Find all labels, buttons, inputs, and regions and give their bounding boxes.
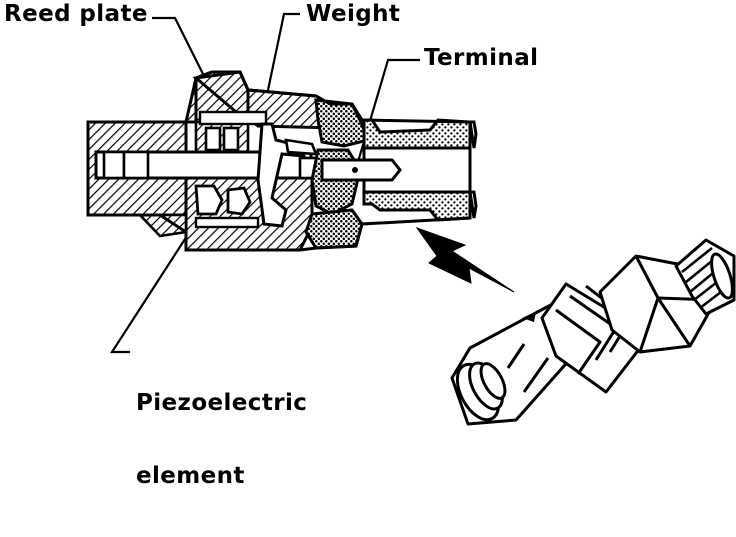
connector-ring-inner: [479, 362, 507, 400]
section-outline: [86, 70, 471, 252]
leader-weight: [266, 12, 300, 91]
clip-arm-upper: [284, 138, 318, 156]
label-piezoelectric-element: Piezoelectric element: [136, 343, 307, 536]
stud-segment-2: [122, 150, 150, 180]
connector-lip-lower: [468, 190, 478, 219]
barrel-edge-2: [522, 357, 550, 393]
gap-right: [222, 126, 240, 152]
insulator-upper-mass: [314, 98, 371, 148]
external-3d-view: [450, 238, 736, 426]
piezoelectric-element: [194, 184, 260, 229]
insulator-stipple: [304, 98, 472, 250]
label-piezoelectric-line2: element: [136, 462, 245, 489]
barrel-edge-1: [506, 343, 526, 369]
cross-section-view: [86, 70, 478, 252]
label-weight: Weight: [306, 1, 401, 27]
connector-wall-upper: [362, 118, 472, 150]
leader-lines: [109, 12, 420, 354]
label-terminal: Terminal: [424, 45, 539, 71]
leader-reed-plate: [152, 16, 208, 83]
leader-piezoelectric: [109, 221, 197, 354]
hex-edge-3: [656, 297, 692, 347]
insulator-lower-mass: [304, 208, 364, 250]
piezo-disc-left: [194, 184, 224, 216]
label-reed-plate: Reed plate: [4, 1, 148, 27]
stud-segment-1: [102, 150, 126, 180]
connector-wall-lower: [362, 190, 472, 222]
terminal-leader-dot: [352, 167, 358, 173]
collar-groove-1: [555, 308, 602, 375]
gap-upper-slot: [198, 110, 268, 126]
internal-gaps: [198, 110, 268, 152]
terminal-blade: [320, 158, 402, 182]
label-piezoelectric-line1: Piezoelectric: [136, 390, 308, 417]
knock-sensor-diagram: [86, 12, 736, 426]
piezo-base-plate: [194, 216, 260, 229]
connector-lip-upper: [468, 120, 478, 149]
view-relation-arrow: [415, 226, 515, 293]
barrel-notch: [522, 312, 536, 322]
terminal-pin: [320, 158, 402, 182]
stud-end-face: [710, 252, 734, 300]
gap-left: [204, 126, 222, 152]
piezo-disc-right: [226, 186, 252, 216]
figure-canvas: Reed plate Weight Terminal Piezoelectric…: [4, 1, 736, 488]
